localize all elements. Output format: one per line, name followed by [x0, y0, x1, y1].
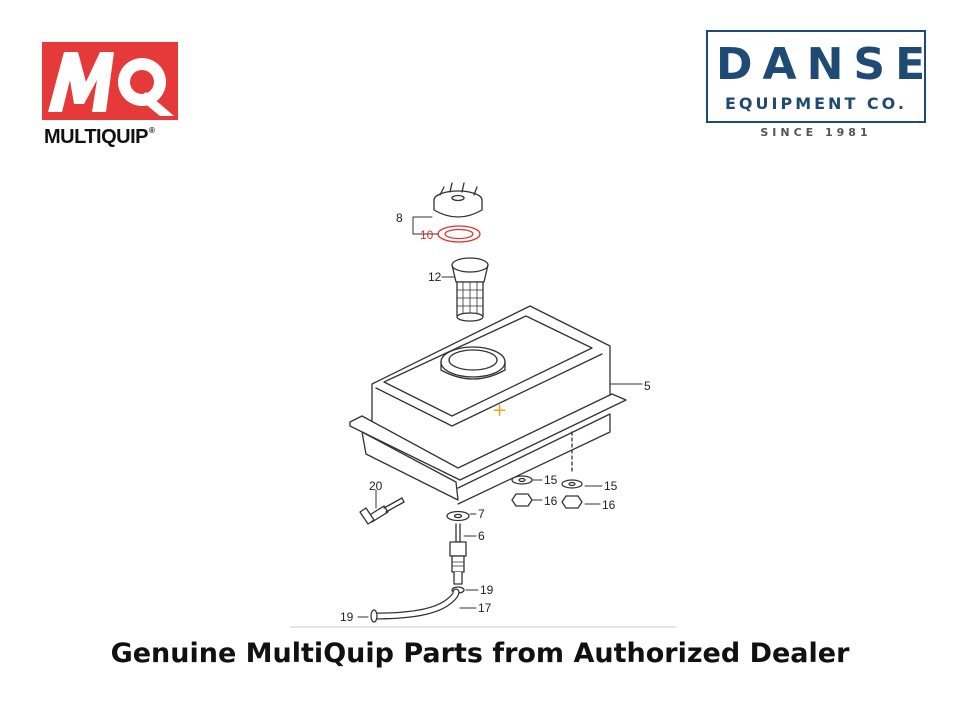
- mq-monogram-icon: [48, 52, 174, 116]
- washer-nut-middle-icon: [511, 475, 533, 507]
- danse-since: SINCE 1981: [760, 126, 872, 139]
- fuel-valve-icon: [449, 523, 467, 585]
- callout-16-right: 16: [602, 498, 616, 512]
- parts-diagram: 8 10 12 5 15 15 16 16 20 7 6 19 19 17 +: [280, 170, 700, 630]
- callout-10: 10: [420, 228, 434, 242]
- washer-nut-right-icon: [561, 431, 583, 509]
- callout-7: 7: [478, 507, 485, 521]
- callout-15-middle: 15: [544, 473, 558, 487]
- caption: Genuine MultiQuip Parts from Authorized …: [110, 638, 850, 669]
- strainer-icon: [451, 257, 489, 322]
- mq-badge: [42, 42, 178, 120]
- fuel-tank-icon: [349, 305, 627, 505]
- bolt-icon: [359, 497, 405, 525]
- hose-clip-lower-icon: [370, 609, 378, 623]
- callout-12: 12: [428, 270, 442, 284]
- center-marker: +: [492, 400, 508, 421]
- danse-logo-box: DANSE EQUIPMENT CO.: [706, 30, 926, 123]
- callout-15-right: 15: [604, 479, 618, 493]
- danse-name: DANSE: [716, 39, 936, 90]
- danse-logo: DANSE EQUIPMENT CO. SINCE 1981: [706, 30, 926, 142]
- callout-19-lower: 19: [340, 610, 354, 624]
- fuel-cap-icon: [433, 182, 483, 218]
- gasket-icon: [437, 225, 481, 243]
- danse-subtitle: EQUIPMENT CO.: [725, 94, 907, 113]
- callout-16-middle: 16: [544, 494, 558, 508]
- callout-20: 20: [369, 479, 383, 493]
- multiquip-logo: MULTIQUIP®: [42, 42, 182, 150]
- callout-5: 5: [644, 379, 651, 393]
- callout-19-upper: 19: [480, 583, 494, 597]
- valve-washer-icon: [446, 510, 470, 522]
- multiquip-wordmark: MULTIQUIP®: [44, 126, 155, 148]
- callout-8: 8: [396, 211, 403, 225]
- callout-6: 6: [478, 529, 485, 543]
- callout-17: 17: [478, 601, 492, 615]
- fuel-hose-icon: [372, 588, 460, 620]
- fuel-tank-drawing: [289, 182, 677, 628]
